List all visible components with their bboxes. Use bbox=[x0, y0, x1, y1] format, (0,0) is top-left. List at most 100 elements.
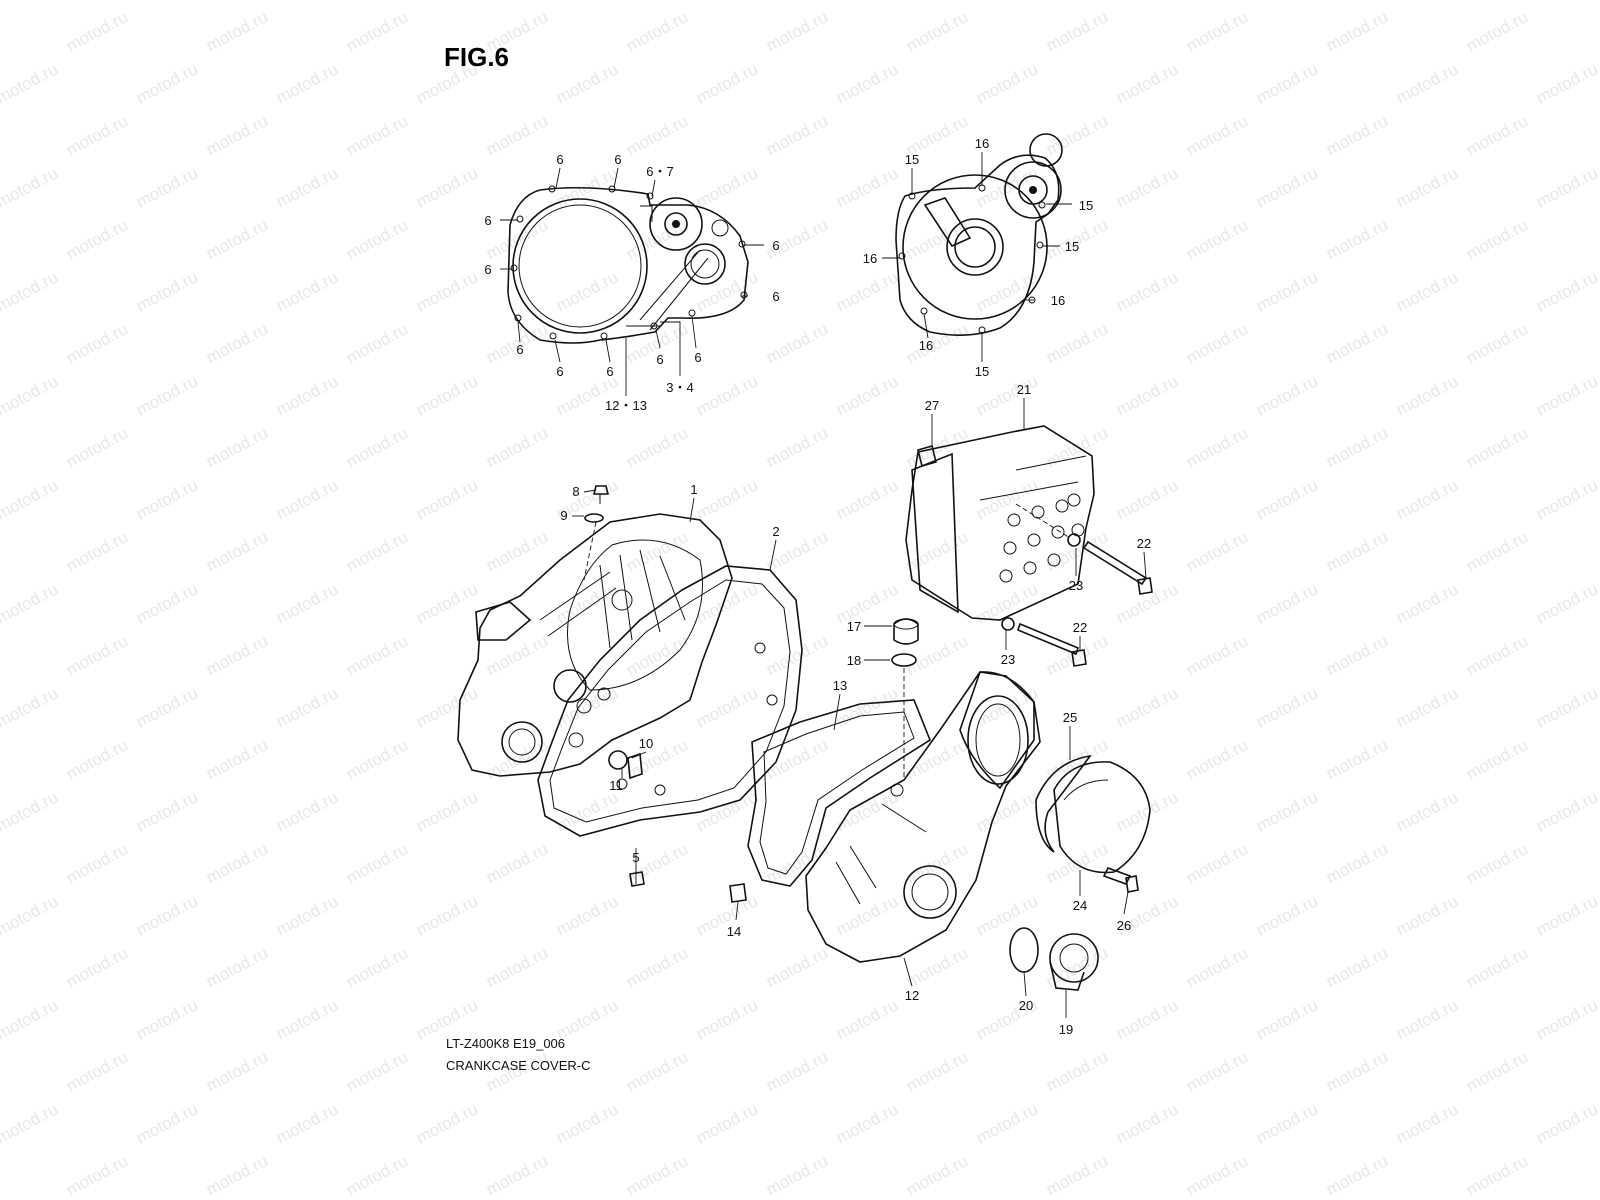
watermark-text: motod.ru bbox=[1393, 1099, 1461, 1147]
watermark-text: motod.ru bbox=[693, 267, 761, 315]
watermark-text: motod.ru bbox=[973, 0, 1041, 4]
watermark-text: motod.ru bbox=[1323, 527, 1391, 575]
watermark-text: motod.ru bbox=[1533, 267, 1600, 315]
watermark-text: motod.ru bbox=[203, 1151, 271, 1199]
watermark-text: motod.ru bbox=[133, 995, 201, 1043]
watermark-text: motod.ru bbox=[903, 319, 971, 367]
watermark-text: motod.ru bbox=[0, 683, 61, 731]
callout-6: 6 bbox=[656, 352, 663, 367]
callout-6-7: 6・7 bbox=[646, 164, 673, 179]
callout-22: 22 bbox=[1137, 536, 1151, 551]
watermark-text: motod.ru bbox=[553, 891, 621, 939]
watermark-text: motod.ru bbox=[623, 527, 691, 575]
watermark-text: motod.ru bbox=[1253, 267, 1321, 315]
watermark-text: motod.ru bbox=[1113, 579, 1181, 627]
gasket-part-2 bbox=[537, 565, 803, 837]
callout-15: 15 bbox=[905, 152, 919, 167]
watermark-text: motod.ru bbox=[973, 891, 1041, 939]
watermark-text: motod.ru bbox=[623, 943, 691, 991]
callout-6: 6 bbox=[606, 364, 613, 379]
watermark-text: motod.ru bbox=[1113, 59, 1181, 107]
watermark-text: motod.ru bbox=[833, 579, 901, 627]
gasket-part-25 bbox=[1035, 754, 1092, 853]
watermark-text: motod.ru bbox=[273, 1099, 341, 1147]
watermark-text: motod.ru bbox=[693, 1099, 761, 1147]
watermark-text: motod.ru bbox=[203, 735, 271, 783]
watermark-text: motod.ru bbox=[553, 683, 621, 731]
watermark-text: motod.ru bbox=[833, 163, 901, 211]
watermark-text: motod.ru bbox=[133, 371, 201, 419]
watermark-text: motod.ru bbox=[1043, 839, 1111, 887]
watermark-text: motod.ru bbox=[133, 787, 201, 835]
watermark-text: motod.ru bbox=[413, 683, 481, 731]
watermark-text: motod.ru bbox=[63, 1151, 131, 1199]
watermark-text: motod.ru bbox=[133, 59, 201, 107]
watermark-text: motod.ru bbox=[1533, 163, 1600, 211]
callout-6: 6 bbox=[772, 289, 779, 304]
watermark-text: motod.ru bbox=[1113, 163, 1181, 211]
watermark-text: motod.ru bbox=[1533, 0, 1600, 4]
watermark-text: motod.ru bbox=[1113, 995, 1181, 1043]
watermark-text: motod.ru bbox=[1393, 475, 1461, 523]
watermark-text: motod.ru bbox=[343, 319, 411, 367]
watermark-text: motod.ru bbox=[763, 839, 831, 887]
callout-8: 8 bbox=[572, 484, 579, 499]
watermark-text: motod.ru bbox=[203, 319, 271, 367]
watermark-text: motod.ru bbox=[833, 995, 901, 1043]
callout-6: 6 bbox=[772, 238, 779, 253]
leader-lines bbox=[500, 152, 1147, 1018]
watermark-text: motod.ru bbox=[63, 735, 131, 783]
watermark-text: motod.ru bbox=[0, 59, 61, 107]
watermark-text: motod.ru bbox=[1253, 579, 1321, 627]
watermark-text: motod.ru bbox=[693, 579, 761, 627]
watermark-text: motod.ru bbox=[273, 0, 341, 4]
watermark-text: motod.ru bbox=[903, 1047, 971, 1095]
watermark-text: motod.ru bbox=[483, 527, 551, 575]
watermark-text: motod.ru bbox=[273, 579, 341, 627]
dowel-part-14 bbox=[729, 883, 747, 903]
watermark-text: motod.ru bbox=[343, 943, 411, 991]
watermark-text: motod.ru bbox=[1113, 267, 1181, 315]
callout-6: 6 bbox=[484, 213, 491, 228]
watermark-text: motod.ru bbox=[1393, 163, 1461, 211]
watermark-text: motod.ru bbox=[903, 527, 971, 575]
watermark-text: motod.ru bbox=[833, 0, 901, 4]
watermark-text: motod.ru bbox=[203, 1047, 271, 1095]
watermark-text: motod.ru bbox=[203, 7, 271, 55]
watermark-text: motod.ru bbox=[203, 839, 271, 887]
watermark-text: motod.ru bbox=[1393, 0, 1461, 4]
watermark-text: motod.ru bbox=[1183, 943, 1251, 991]
watermark-text: motod.ru bbox=[1253, 0, 1321, 4]
callout-10: 10 bbox=[639, 736, 653, 751]
watermark-text: motod.ru bbox=[483, 111, 551, 159]
watermark-text: motod.ru bbox=[1043, 7, 1111, 55]
watermark-text: motod.ru bbox=[763, 1151, 831, 1199]
watermark-text: motod.ru bbox=[1323, 1047, 1391, 1095]
watermark-text: motod.ru bbox=[273, 995, 341, 1043]
watermark-text: motod.ru bbox=[343, 1047, 411, 1095]
watermark-text: motod.ru bbox=[273, 683, 341, 731]
watermark-text: motod.ru bbox=[1323, 111, 1391, 159]
watermark-text: motod.ru bbox=[1183, 319, 1251, 367]
watermark-text: motod.ru bbox=[133, 267, 201, 315]
watermark-text: motod.ru bbox=[1323, 631, 1391, 679]
watermark-text: motod.ru bbox=[1253, 163, 1321, 211]
watermark-text: motod.ru bbox=[1533, 1099, 1600, 1147]
cover-plate-part-21 bbox=[905, 425, 1095, 621]
watermark-text: motod.ru bbox=[0, 1099, 61, 1147]
watermark-text: motod.ru bbox=[343, 215, 411, 263]
watermark-text: motod.ru bbox=[203, 943, 271, 991]
watermark-text: motod.ru bbox=[483, 839, 551, 887]
watermark-text: motod.ru bbox=[133, 683, 201, 731]
watermark-text: motod.ru bbox=[1393, 787, 1461, 835]
watermark-text: motod.ru bbox=[1533, 579, 1600, 627]
watermark-text: motod.ru bbox=[1253, 995, 1321, 1043]
watermark-text: motod.ru bbox=[413, 267, 481, 315]
watermark-text: motod.ru bbox=[413, 475, 481, 523]
watermark-text: motod.ru bbox=[973, 59, 1041, 107]
watermark-text: motod.ru bbox=[203, 215, 271, 263]
watermark-text: motod.ru bbox=[63, 839, 131, 887]
watermark-text: motod.ru bbox=[1323, 735, 1391, 783]
watermark-text: motod.ru bbox=[1533, 995, 1600, 1043]
callout-23: 23 bbox=[1001, 652, 1015, 667]
